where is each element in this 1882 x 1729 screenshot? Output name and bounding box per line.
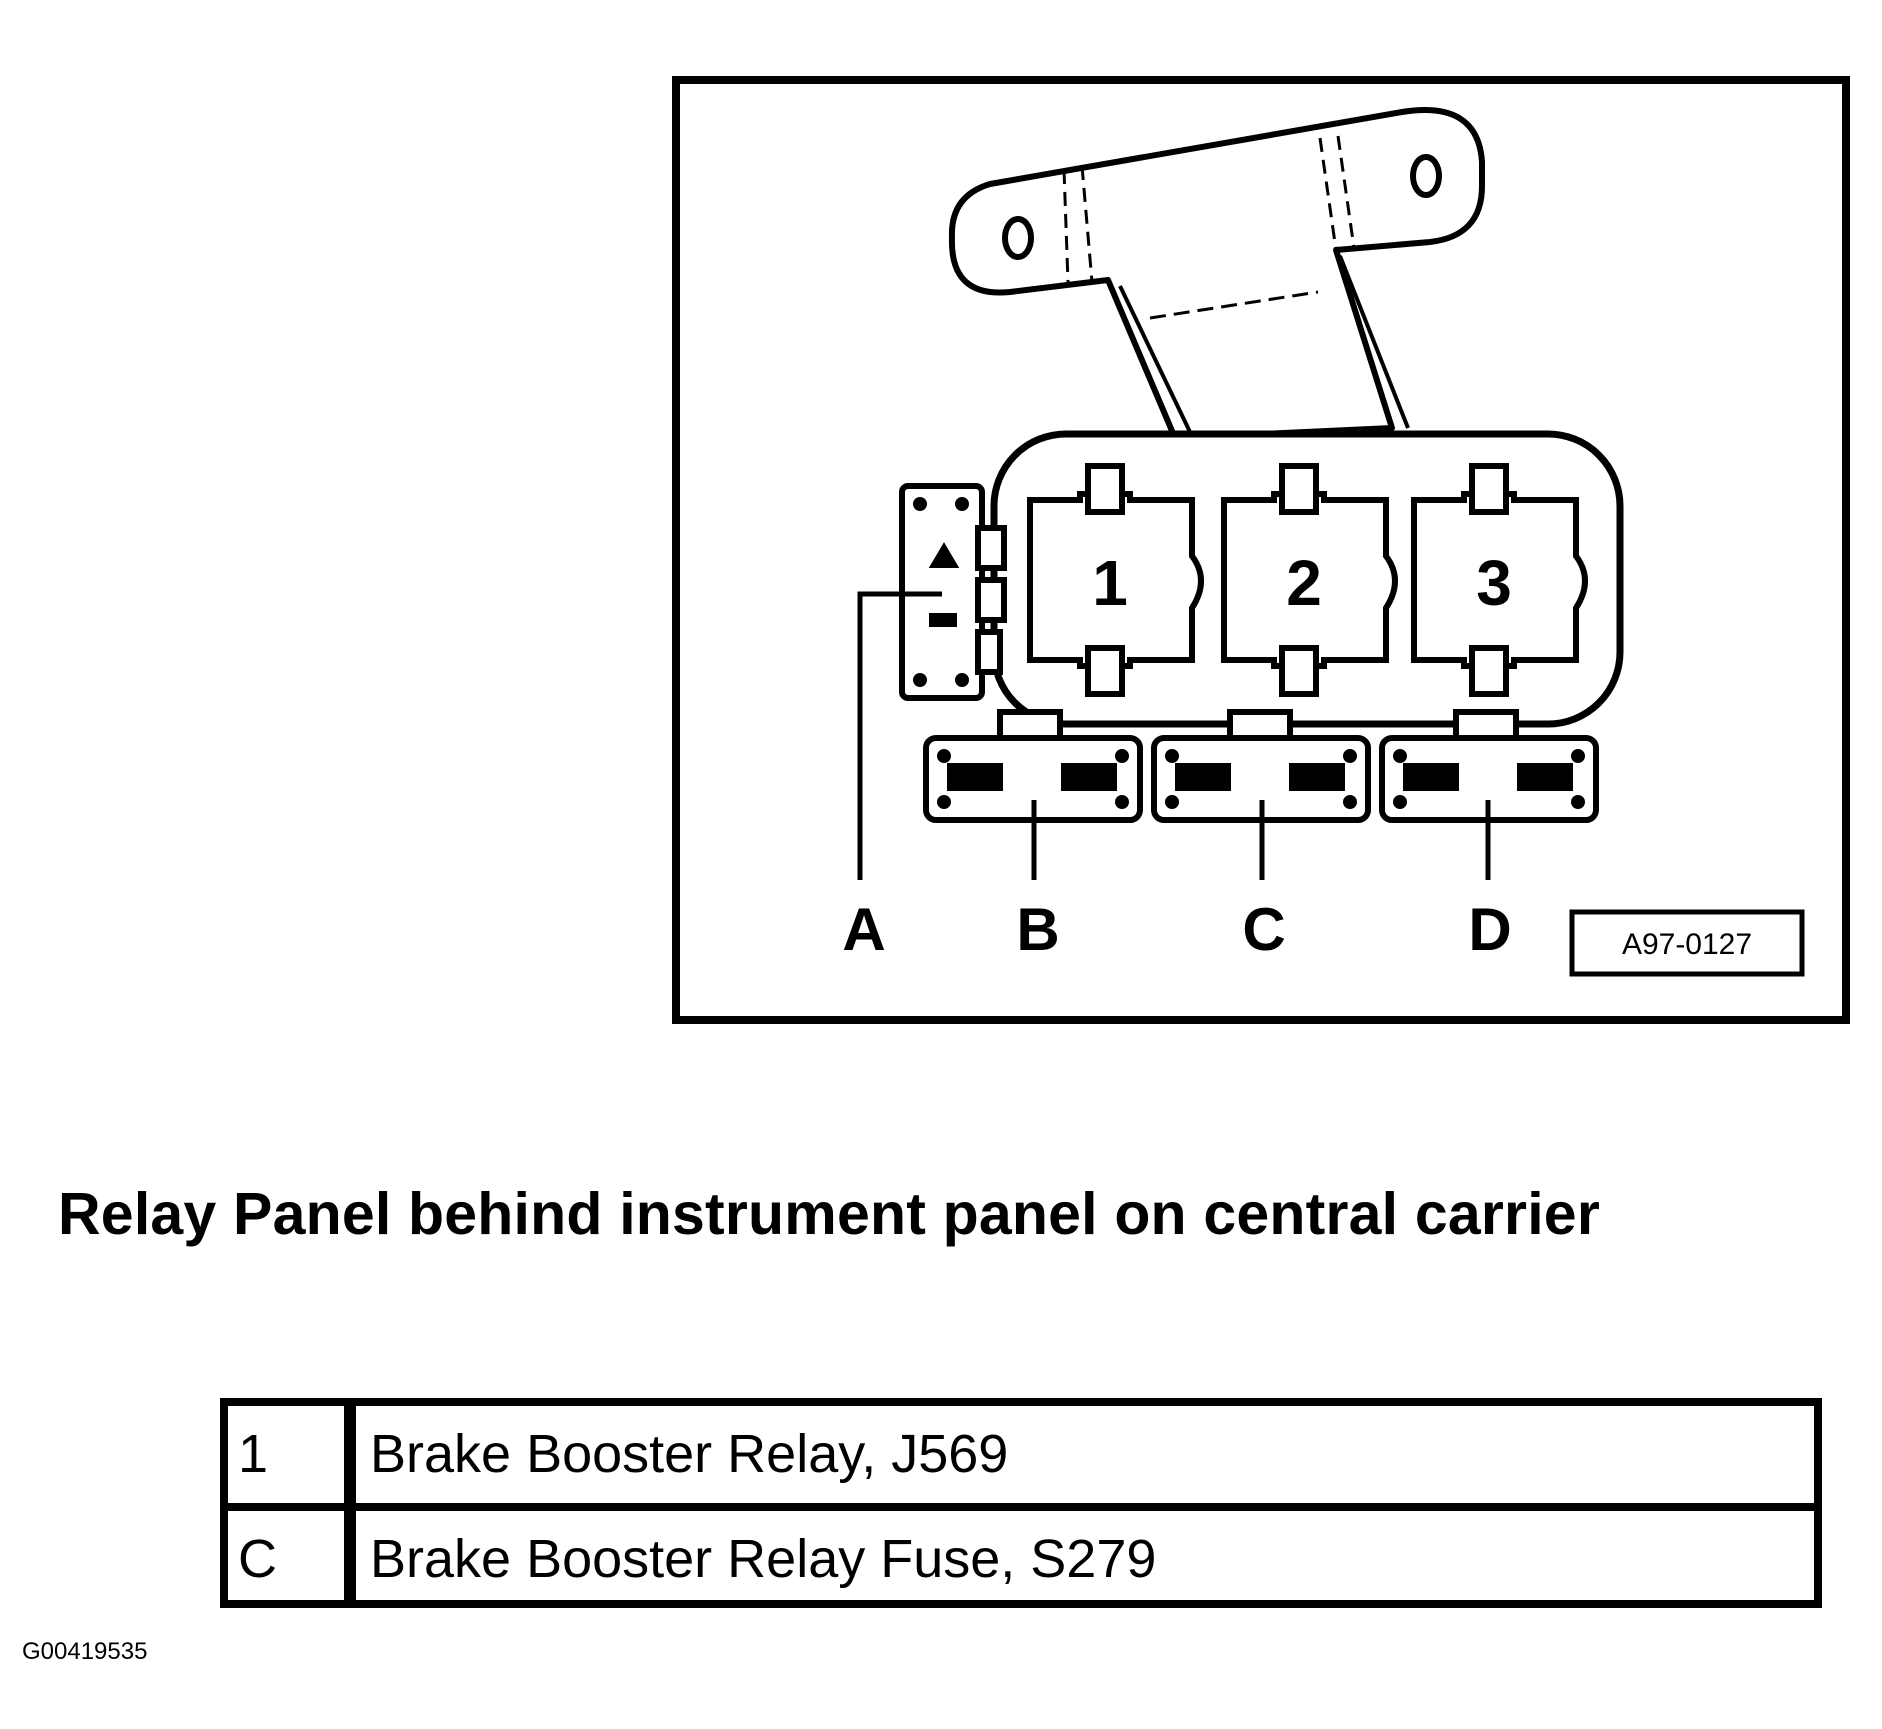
callout-a: A [842, 896, 885, 963]
legend-row: C Brake Booster Relay Fuse, S279 [228, 1511, 1814, 1608]
relay-slot-1-label: 1 [1092, 547, 1128, 619]
figure-frame [672, 76, 1850, 1024]
leader-line-a [857, 591, 942, 880]
bracket-mount-hole-left [1002, 216, 1034, 260]
bracket-mount-hole-right [1410, 154, 1442, 198]
reference-code: A97-0127 [1622, 928, 1752, 961]
callout-c: C [1242, 896, 1285, 963]
callout-d: D [1468, 896, 1511, 963]
legend-key: 1 [228, 1406, 352, 1503]
callout-leader-lines [857, 591, 1491, 880]
figure-caption: Relay Panel behind instrument panel on c… [58, 1181, 1600, 1247]
relay-slot-1 [1027, 463, 1204, 697]
legend-table: 1 Brake Booster Relay, J569 C Brake Boos… [220, 1398, 1822, 1608]
reference-code-box [1569, 909, 1805, 977]
relay-slot-2-label: 2 [1286, 547, 1322, 619]
callout-b: B [1016, 896, 1059, 963]
fuse-holder-c [1151, 709, 1371, 823]
legend-description: Brake Booster Relay Fuse, S279 [352, 1511, 1814, 1608]
legend-row: 1 Brake Booster Relay, J569 [228, 1406, 1814, 1511]
relay-slot-2 [1221, 463, 1398, 697]
relay-slot-3 [1411, 463, 1588, 697]
legend-key: C [228, 1511, 352, 1608]
figure-id: G00419535 [22, 1638, 148, 1665]
fuse-holder-d [1379, 709, 1599, 823]
relay-slot-3-label: 3 [1476, 547, 1512, 619]
legend-description: Brake Booster Relay, J569 [352, 1406, 1814, 1503]
mounting-bracket [948, 107, 1485, 441]
